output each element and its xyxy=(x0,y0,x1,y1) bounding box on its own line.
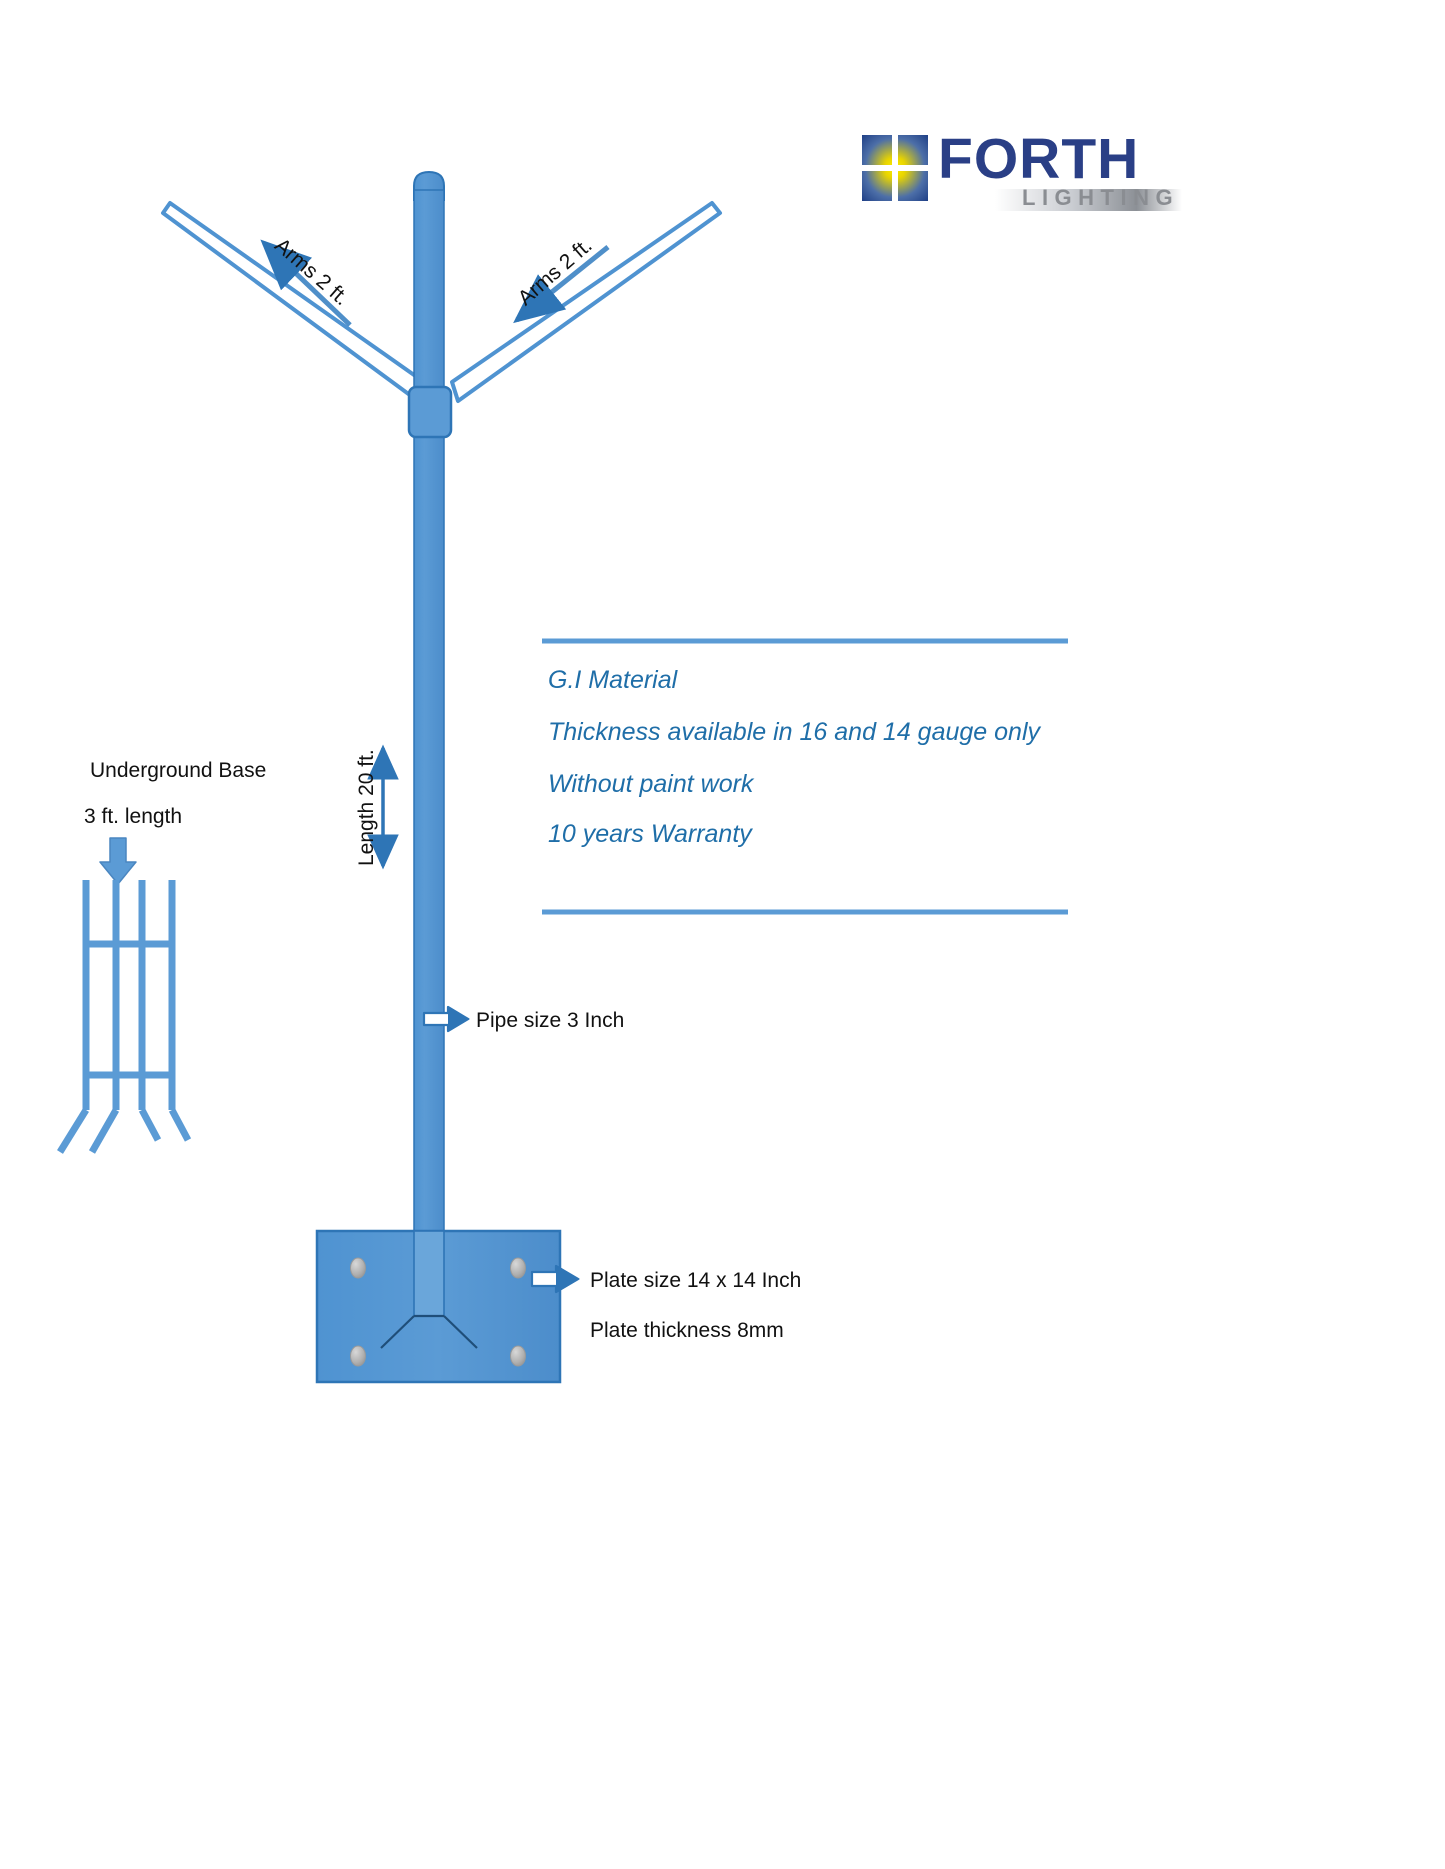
underground-base-label: Underground Base xyxy=(90,759,267,782)
logo-square-top-left xyxy=(862,135,892,165)
arm-right-dimension-arrow xyxy=(513,245,610,324)
bolt-hole xyxy=(350,1257,366,1279)
bolt-hole xyxy=(510,1257,526,1279)
base-plate xyxy=(315,1229,562,1384)
logo-squares-icon xyxy=(862,135,928,201)
pipe-size-callout-arrow xyxy=(422,1005,470,1033)
spec-item-3: 10 years Warranty xyxy=(548,820,752,848)
spec-item-0: G.I Material xyxy=(548,666,678,694)
logo-wordmark: FORTH xyxy=(938,127,1140,191)
logo-gradient-bar xyxy=(954,189,1182,211)
arm-right xyxy=(450,201,722,403)
plate-thickness-label: Plate thickness 8mm xyxy=(590,1319,784,1342)
arm-junction-collar xyxy=(407,385,453,439)
underground-base-rebar-cage xyxy=(57,880,192,1154)
rebar-foot xyxy=(57,1108,89,1154)
pipe-size-label: Pipe size 3 Inch xyxy=(476,1009,625,1032)
bolt-hole xyxy=(510,1345,526,1367)
plate-size-label: Plate size 14 x 14 Inch xyxy=(590,1269,802,1292)
spec-item-2: Without paint work xyxy=(548,770,754,798)
rebar-foot xyxy=(138,1108,162,1142)
plate-size-callout-arrow xyxy=(530,1264,580,1294)
arm-left xyxy=(161,201,426,403)
arm-left-dimension-arrow xyxy=(260,239,352,327)
logo-square-bottom-left xyxy=(862,171,892,201)
bolt-hole xyxy=(350,1345,366,1367)
underground-base-down-arrow xyxy=(99,837,137,885)
logo-subword: LIGHTING xyxy=(1022,185,1180,210)
forth-lighting-logo: FORTH LIGHTING xyxy=(862,127,1182,215)
pole-length-label: Length 20 ft. xyxy=(355,749,378,866)
pole-shaft xyxy=(413,170,445,1253)
logo-square-bottom-right xyxy=(898,171,928,201)
rebar-foot xyxy=(88,1108,120,1154)
spec-item-1: Thickness available in 16 and 14 gauge o… xyxy=(548,718,1041,746)
underground-base-length-label: 3 ft. length xyxy=(84,805,183,828)
logo-square-top-right xyxy=(898,135,928,165)
rebar-foot xyxy=(168,1108,192,1142)
